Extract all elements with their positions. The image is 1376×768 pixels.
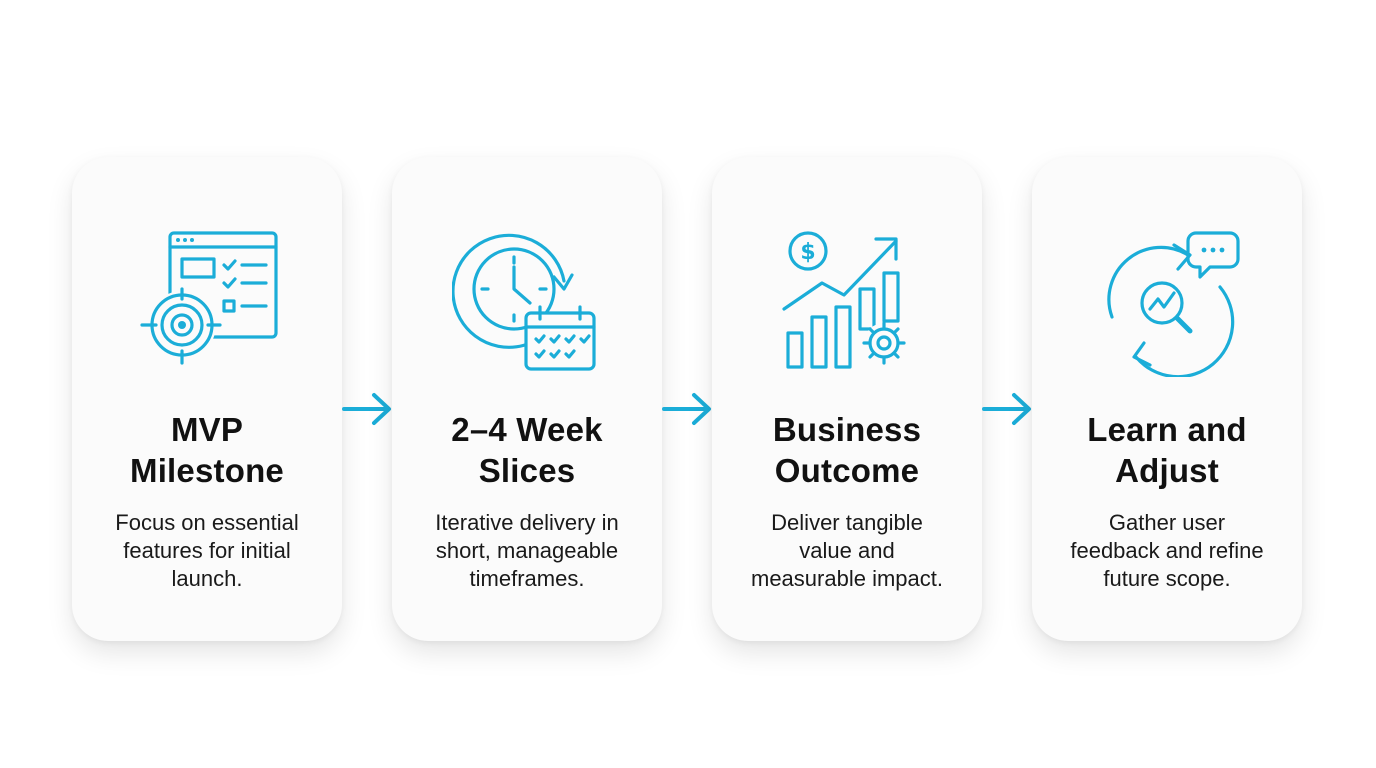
step-description: Focus on essential features for initial … [115, 510, 299, 591]
step-title: Business Outcome [772, 411, 922, 489]
arrow-right-icon [982, 389, 1034, 429]
step-title: 2–4 Week Slices [451, 411, 603, 489]
step-title: Learn and Adjust [1087, 411, 1247, 489]
svg-text:$: $ [800, 240, 815, 265]
feedback-cycle-icon [1092, 227, 1242, 377]
step-card-mvp-milestone: MVP Milestone Focus on essential feature… [72, 157, 342, 641]
step-description: Deliver tangible value and measurable im… [751, 510, 943, 591]
growth-chart-icon: $ [772, 227, 922, 377]
arrow-right-icon [662, 389, 714, 429]
target-checklist-icon [132, 227, 282, 377]
arrow-right-icon [342, 389, 394, 429]
step-card-week-slices: 2–4 Week Slices Iterative delivery in sh… [392, 157, 662, 641]
step-description: Gather user feedback and refine future s… [1070, 510, 1264, 591]
step-description: Iterative delivery in short, manageable … [435, 510, 619, 591]
step-card-learn-adjust: Learn and Adjust Gather user feedback an… [1032, 157, 1302, 641]
step-title: MVP Milestone [130, 411, 284, 489]
step-card-business-outcome: $ [712, 157, 982, 641]
clock-calendar-icon [452, 227, 602, 377]
